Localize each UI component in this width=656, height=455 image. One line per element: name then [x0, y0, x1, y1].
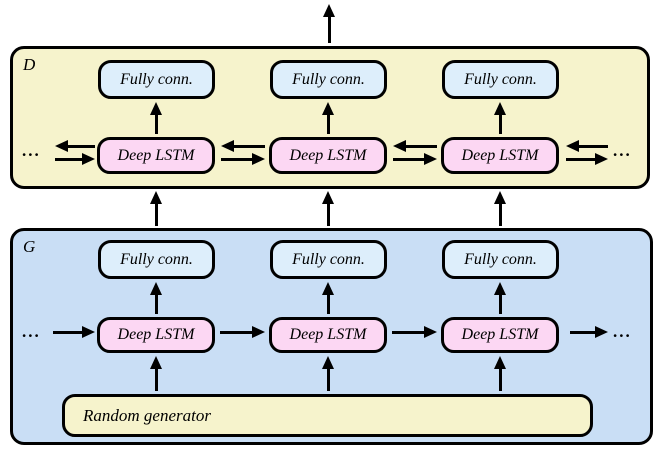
- up-arrow-icon: [150, 102, 162, 134]
- left-arrow-icon: [566, 140, 608, 152]
- fully-connected-box: Fully conn.: [442, 240, 559, 279]
- up-arrow-icon: [322, 356, 334, 391]
- fully-connected-label: Fully conn.: [464, 250, 537, 268]
- generator-label: G: [23, 237, 36, 256]
- right-arrow-icon: [53, 326, 95, 338]
- deep-lstm-box: Deep LSTM: [441, 317, 559, 353]
- left-arrow-icon: [221, 140, 265, 152]
- right-arrow-icon: [570, 326, 608, 338]
- deep-lstm-label: Deep LSTM: [461, 146, 539, 164]
- fully-connected-box: Fully conn.: [270, 240, 387, 279]
- fully-connected-label: Fully conn.: [120, 70, 193, 88]
- fully-connected-label: Fully conn.: [292, 70, 365, 88]
- right-arrow-icon: [393, 153, 437, 165]
- up-arrow-icon: [150, 282, 162, 314]
- deep-lstm-box: Deep LSTM: [269, 137, 387, 174]
- random-generator-label: Random generator: [83, 405, 211, 425]
- fully-connected-label: Fully conn.: [292, 250, 365, 268]
- up-arrow-icon: [150, 191, 162, 226]
- left-arrow-icon: [393, 140, 437, 152]
- right-arrow-icon: [392, 326, 437, 338]
- ellipsis-text: ...: [613, 141, 632, 160]
- deep-lstm-box: Deep LSTM: [97, 317, 215, 353]
- deep-lstm-box: Deep LSTM: [97, 137, 215, 174]
- up-arrow-icon: [494, 282, 506, 314]
- right-arrow-icon: [55, 153, 95, 165]
- right-arrow-icon: [220, 326, 265, 338]
- deep-lstm-label: Deep LSTM: [461, 326, 539, 343]
- fully-connected-box: Fully conn.: [270, 60, 387, 99]
- deep-lstm-label: Deep LSTM: [289, 146, 367, 164]
- up-arrow-icon: [150, 356, 162, 391]
- up-arrow-icon: [494, 191, 506, 226]
- discriminator-label: D: [23, 55, 36, 74]
- deep-lstm-label: Deep LSTM: [289, 326, 367, 343]
- right-arrow-icon: [221, 153, 265, 165]
- random-generator-box: Random generator: [62, 394, 593, 437]
- up-arrow-icon: [322, 282, 334, 314]
- up-arrow-icon: [322, 191, 334, 226]
- deep-lstm-label: Deep LSTM: [117, 326, 195, 343]
- fully-connected-label: Fully conn.: [464, 70, 537, 88]
- up-arrow-icon: [494, 102, 506, 134]
- up-arrow-icon: [322, 102, 334, 134]
- left-arrow-icon: [55, 140, 95, 152]
- fully-connected-box: Fully conn.: [442, 60, 559, 99]
- deep-lstm-box: Deep LSTM: [269, 317, 387, 353]
- right-arrow-icon: [566, 153, 608, 165]
- up-arrow-icon: [323, 4, 335, 43]
- deep-lstm-label: Deep LSTM: [117, 146, 195, 164]
- fully-connected-box: Fully conn.: [98, 240, 215, 279]
- fully-connected-box: Fully conn.: [98, 60, 215, 99]
- ellipsis-text: ...: [22, 322, 41, 341]
- ellipsis-text: ...: [613, 322, 632, 341]
- up-arrow-icon: [494, 356, 506, 391]
- fully-connected-label: Fully conn.: [120, 250, 193, 268]
- ellipsis-text: ...: [22, 141, 41, 160]
- deep-lstm-box: Deep LSTM: [441, 137, 559, 174]
